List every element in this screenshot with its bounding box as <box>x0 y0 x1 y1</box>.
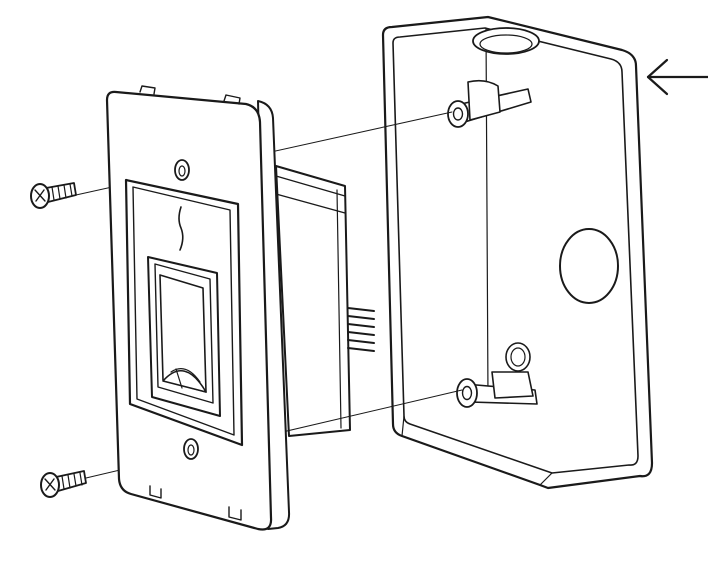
lower-mount-boss <box>456 342 538 408</box>
plate-top-hole <box>174 159 190 181</box>
reader-module <box>275 165 375 437</box>
screw-bottom <box>40 470 87 498</box>
fingerprint-sensor <box>124 178 244 447</box>
mounting-box <box>381 15 654 490</box>
side-knockout <box>559 228 619 304</box>
plate-bottom-hole <box>183 438 199 460</box>
upper-mount-boss <box>447 79 532 128</box>
top-knockout <box>472 27 540 55</box>
arrow-left-icon <box>646 58 708 96</box>
screw-top <box>30 182 77 209</box>
connector-pins <box>347 307 375 352</box>
